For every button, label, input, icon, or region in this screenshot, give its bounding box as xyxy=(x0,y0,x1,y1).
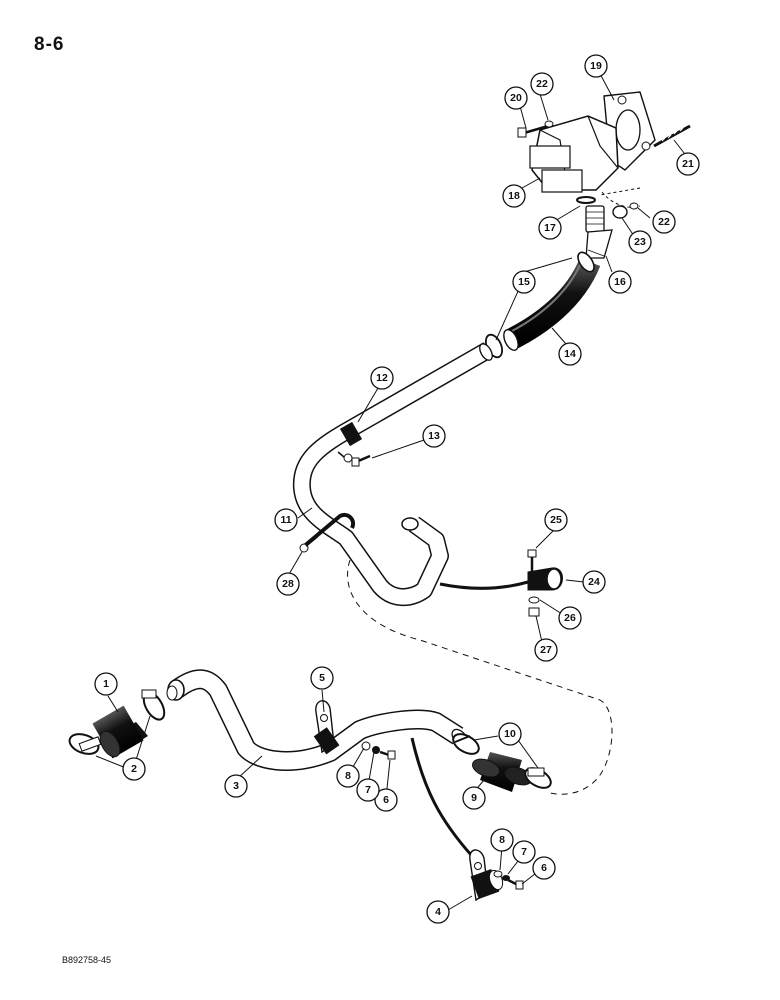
callout-24: 24 xyxy=(582,570,606,594)
svg-text:6: 6 xyxy=(383,794,389,806)
callout-15: 15 xyxy=(512,270,536,294)
hose-14 xyxy=(503,257,601,351)
fasteners-6-7-8-lower xyxy=(493,870,524,890)
callout-8-upper: 8 xyxy=(336,764,360,788)
stud-21 xyxy=(653,124,691,148)
callout-18: 18 xyxy=(502,184,526,208)
hose-clamp-10-upper xyxy=(452,733,480,755)
svg-text:17: 17 xyxy=(544,222,556,234)
svg-text:22: 22 xyxy=(536,78,548,90)
callout-12: 12 xyxy=(370,366,394,390)
hose-9 xyxy=(472,752,532,792)
svg-text:5: 5 xyxy=(319,672,325,684)
svg-text:14: 14 xyxy=(564,348,576,360)
svg-text:7: 7 xyxy=(521,846,527,858)
callouts: 1 2 3 4 5 6 6 7 7 8 8 9 10 11 12 13 14 1… xyxy=(94,54,700,924)
hose-clamp-10-lower xyxy=(524,767,552,789)
svg-text:20: 20 xyxy=(510,92,522,104)
svg-text:9: 9 xyxy=(471,792,477,804)
svg-text:23: 23 xyxy=(634,236,646,248)
callout-17: 17 xyxy=(538,216,562,240)
fasteners-6-7-8-upper xyxy=(361,741,396,760)
callout-7-upper: 7 xyxy=(356,778,380,802)
svg-text:22: 22 xyxy=(658,216,670,228)
hose-1 xyxy=(92,705,148,759)
valve-housing xyxy=(517,91,691,259)
svg-text:27: 27 xyxy=(540,644,552,656)
callout-6-upper: 6 xyxy=(374,788,398,812)
callout-21: 21 xyxy=(676,152,700,176)
callout-25: 25 xyxy=(544,508,568,532)
figure-code: B892758-45 xyxy=(62,955,112,965)
callout-22-top: 22 xyxy=(530,72,554,96)
callout-1: 1 xyxy=(94,672,118,696)
cable-clamp-24 xyxy=(527,567,563,591)
callout-27: 27 xyxy=(534,638,558,662)
svg-text:13: 13 xyxy=(428,430,440,442)
svg-text:28: 28 xyxy=(282,578,294,590)
callout-16: 16 xyxy=(608,270,632,294)
callout-23: 23 xyxy=(628,230,652,254)
hose-clamp-2-right xyxy=(141,689,166,721)
svg-text:3: 3 xyxy=(233,780,239,792)
svg-text:8: 8 xyxy=(499,834,505,846)
svg-text:10: 10 xyxy=(504,728,516,740)
callout-14: 14 xyxy=(558,342,582,366)
svg-text:11: 11 xyxy=(280,514,291,526)
svg-text:6: 6 xyxy=(541,862,547,874)
callout-3: 3 xyxy=(224,774,248,798)
svg-text:4: 4 xyxy=(435,906,441,918)
callout-9: 9 xyxy=(462,786,486,810)
bolt-25 xyxy=(527,549,537,572)
callout-28: 28 xyxy=(276,572,300,596)
callout-2: 2 xyxy=(122,757,146,781)
tube-12 xyxy=(292,342,493,606)
callout-13: 13 xyxy=(422,424,446,448)
svg-text:19: 19 xyxy=(590,60,602,72)
hose-clamp-2-left xyxy=(68,733,102,755)
clamp-4 xyxy=(469,849,504,902)
callout-26: 26 xyxy=(558,606,582,630)
svg-text:2: 2 xyxy=(131,763,137,775)
nut-27 xyxy=(528,607,540,617)
svg-text:21: 21 xyxy=(682,158,694,170)
svg-text:7: 7 xyxy=(365,784,371,796)
bracket-28 xyxy=(299,513,355,553)
callout-20: 20 xyxy=(504,86,528,110)
callout-10: 10 xyxy=(498,722,522,746)
svg-text:1: 1 xyxy=(103,678,109,690)
svg-text:16: 16 xyxy=(614,276,626,288)
leader-lines xyxy=(95,69,689,911)
svg-text:12: 12 xyxy=(376,372,388,384)
callout-11: 11 xyxy=(274,508,298,532)
elbow-fitting-16 xyxy=(585,205,613,259)
clamp-5 xyxy=(313,700,340,755)
callout-22-right: 22 xyxy=(652,210,676,234)
svg-text:26: 26 xyxy=(564,612,576,624)
washer-26 xyxy=(528,596,540,604)
callout-8-lower: 8 xyxy=(490,828,514,852)
bolt-20 xyxy=(517,124,549,138)
callout-5: 5 xyxy=(310,666,334,690)
svg-text:15: 15 xyxy=(518,276,530,288)
bolt-13 xyxy=(351,454,371,467)
svg-text:25: 25 xyxy=(550,514,562,526)
callout-4: 4 xyxy=(426,900,450,924)
callout-19: 19 xyxy=(584,54,608,78)
page-number: 8-6 xyxy=(34,34,65,55)
svg-text:8: 8 xyxy=(345,770,351,782)
svg-text:24: 24 xyxy=(588,576,600,588)
callout-7-lower: 7 xyxy=(512,840,536,864)
callout-6-lower: 6 xyxy=(532,856,556,880)
svg-text:18: 18 xyxy=(508,190,520,202)
